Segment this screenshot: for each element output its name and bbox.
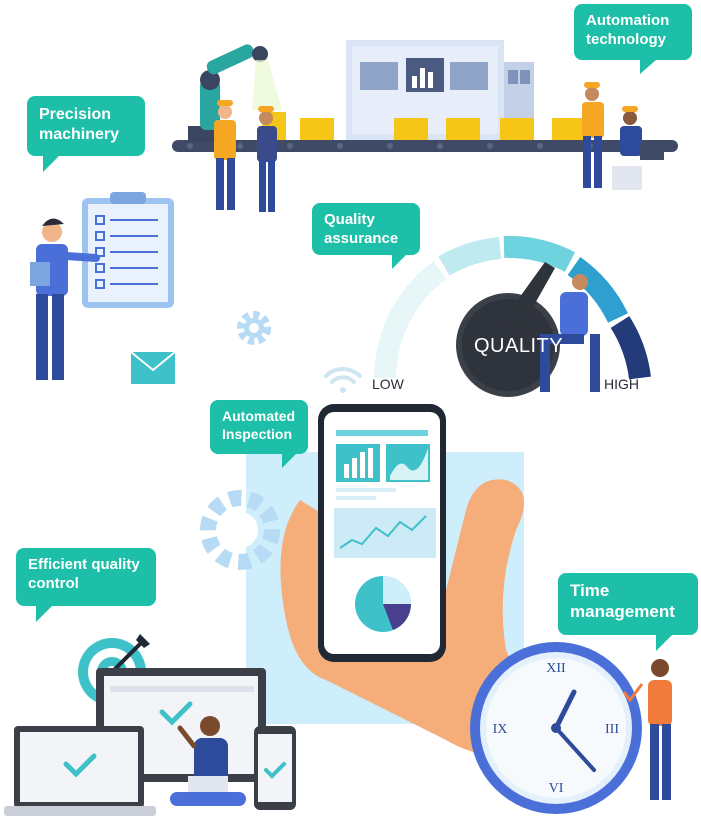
checkmark-icon xyxy=(63,753,97,778)
bubble-automation-technology: Automation technology xyxy=(574,4,692,74)
clock-numeral-12: XII xyxy=(546,661,566,676)
factory-scene xyxy=(172,40,678,212)
seated-man xyxy=(170,716,246,806)
smartphone xyxy=(318,404,446,662)
clock-numeral-9: IX xyxy=(493,722,508,737)
mail-icon xyxy=(130,351,176,384)
factory-worker-woman xyxy=(257,106,277,212)
bubble-time-management-text: Time management xyxy=(570,581,675,622)
clock-numeral-3: III xyxy=(605,722,619,737)
woman-with-check xyxy=(622,659,672,800)
checkmark-icon xyxy=(622,683,644,703)
gear-icon xyxy=(200,490,280,570)
clipboard-icon xyxy=(95,215,158,289)
mobile-device xyxy=(254,726,296,810)
gauge-high-label: HIGH xyxy=(604,376,639,392)
bubble-automated-inspection-text: Automated Inspection xyxy=(222,408,296,442)
wall-clock: XII III VI IX xyxy=(470,642,642,814)
wifi-icon xyxy=(324,366,362,393)
bubble-quality-assurance-text: Quality assurance xyxy=(324,211,399,247)
checkmark-icon xyxy=(159,701,193,726)
gauge-low-label: LOW xyxy=(372,376,404,392)
pie-chart-icon xyxy=(355,576,411,632)
bubble-efficient-quality-control: Efficient quality control xyxy=(16,548,156,622)
bubble-precision-machinery: Precision machinery xyxy=(27,96,145,172)
bubble-automation-technology-text: Automation technology xyxy=(586,12,670,48)
bubble-automated-inspection: Automated Inspection xyxy=(210,400,308,468)
bubble-quality-assurance: Quality assurance xyxy=(312,203,420,269)
gauge-quality-label: QUALITY xyxy=(474,335,564,357)
quality-gauge xyxy=(374,235,651,397)
clipboard-scene xyxy=(30,192,174,380)
bubble-precision-machinery-text: Precision machinery xyxy=(39,106,120,143)
bubble-time-management: Time management xyxy=(558,573,698,651)
factory-worker-seated xyxy=(612,106,664,190)
robot-arm xyxy=(188,44,282,142)
factory-worker-left xyxy=(214,100,236,210)
gear-icon xyxy=(237,311,271,345)
checkmark-icon xyxy=(264,762,286,779)
clock-numeral-6: VI xyxy=(549,781,564,796)
factory-worker-right xyxy=(582,82,604,188)
bubble-efficient-quality-control-text: Efficient quality control xyxy=(28,556,140,592)
bar-chart-icon xyxy=(336,444,380,482)
laptop xyxy=(4,726,156,816)
